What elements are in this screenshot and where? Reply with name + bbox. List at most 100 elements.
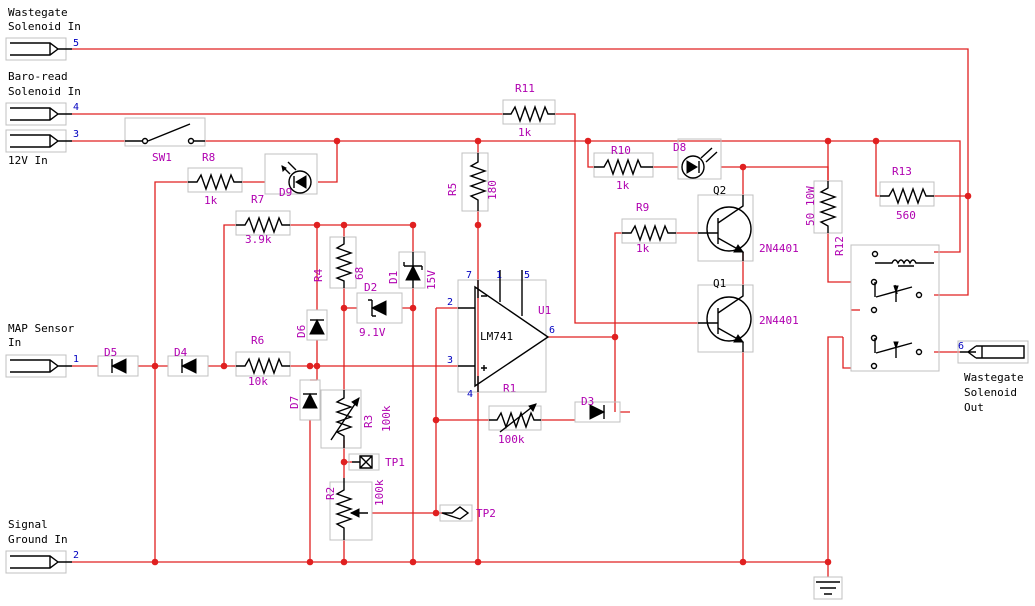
- diode-d5: D5: [97, 346, 139, 377]
- opamp-u1: LM741 U1 2 3 4 6 7 1 5: [447, 270, 555, 400]
- r7-ref: R7: [251, 193, 264, 206]
- r11-ref: R11: [515, 82, 535, 95]
- d6-ref: D6: [295, 325, 308, 338]
- u1-pin-3: 3: [447, 355, 453, 366]
- junctions: [151, 137, 972, 566]
- r12-value: 50 10W: [804, 186, 817, 226]
- r1-value: 100k: [498, 433, 525, 446]
- connector-gnd-in: Signal Ground In 2: [5, 518, 79, 574]
- r11-value: 1k: [518, 126, 532, 139]
- r9-ref: R9: [636, 201, 649, 214]
- transistor-q2: Q2 2N4401: [697, 184, 799, 262]
- r2-value: 100k: [373, 479, 386, 506]
- r6-ref: R6: [251, 334, 264, 347]
- resistor-r10: R10 1k: [593, 144, 654, 192]
- zener-d1: D1 15V: [387, 251, 438, 290]
- wastegate-in-pin: 5: [73, 38, 79, 49]
- baro-in-pin: 4: [73, 102, 79, 113]
- connector-wastegate-in: Wastegate Solenoid In 5: [5, 6, 81, 61]
- wastegate-out-pin: 6: [958, 341, 964, 352]
- gnd-in-pin: 2: [73, 550, 79, 561]
- r3-value: 100k: [380, 405, 393, 432]
- r8-value: 1k: [204, 194, 218, 207]
- q2-value: 2N4401: [759, 242, 799, 255]
- resistor-r13: R13 560: [879, 165, 935, 222]
- d3-ref: D3: [581, 395, 594, 408]
- tp1-ref: TP1: [385, 456, 405, 469]
- transistor-q1: Q1 2N4401: [697, 277, 799, 353]
- resistor-r12: 50 10W R12: [804, 180, 846, 256]
- r7-value: 3.9k: [245, 233, 272, 246]
- r6-value: 10k: [248, 375, 268, 388]
- r13-ref: R13: [892, 165, 912, 178]
- u1-pin-5: 5: [524, 270, 530, 281]
- r13-value: 560: [896, 209, 916, 222]
- u1-pin-4: 4: [467, 389, 473, 400]
- r12-ref: R12: [833, 236, 846, 256]
- resistor-r11: R11 1k: [502, 82, 556, 139]
- v12-in-label: 12V In: [8, 154, 48, 167]
- resistor-r5: R5 180: [446, 152, 499, 212]
- wastegate-out-label2: Solenoid: [964, 386, 1017, 399]
- wastegate-out-label3: Out: [964, 401, 984, 414]
- r5-value: 180: [486, 180, 499, 200]
- map-in-label2: In: [8, 336, 21, 349]
- d8-ref: D8: [673, 141, 686, 154]
- map-in-pin: 1: [73, 354, 79, 365]
- d9-ref: D9: [279, 186, 292, 199]
- tp2-ref: TP2: [476, 507, 496, 520]
- map-in-label1: MAP Sensor: [8, 322, 75, 335]
- r4-value: 68: [353, 267, 366, 280]
- baro-in-label1: Baro-read: [8, 70, 68, 83]
- d7-ref: D7: [288, 396, 301, 409]
- wastegate-out-label1: Wastegate: [964, 371, 1024, 384]
- sw1-ref: SW1: [152, 151, 172, 164]
- switch-sw1: SW1: [124, 117, 206, 164]
- wires: [72, 48, 969, 577]
- gnd-in-label2: Ground In: [8, 533, 68, 546]
- resistor-r2: R2 100k: [324, 478, 386, 541]
- resistor-r3: R3 100k: [320, 389, 393, 449]
- ground-symbol: [813, 576, 843, 600]
- r3-ref: R3: [362, 415, 375, 428]
- r2-ref: R2: [324, 487, 337, 500]
- r10-value: 1k: [616, 179, 630, 192]
- baro-in-label2: Solenoid In: [8, 85, 81, 98]
- led-d8: D8: [673, 138, 722, 180]
- q1-ref: Q1: [713, 277, 726, 290]
- u1-value: LM741: [480, 330, 513, 343]
- diode-d6: D6: [295, 309, 328, 341]
- wastegate-in-label1: Wastegate: [8, 6, 68, 19]
- resistor-r4: R4 68: [312, 236, 366, 289]
- u1-pin-7: 7: [466, 270, 472, 281]
- resistor-r6: R6 10k: [235, 334, 291, 388]
- d1-value: 15V: [425, 270, 438, 290]
- wastegate-in-label2: Solenoid In: [8, 20, 81, 33]
- d5-ref: D5: [104, 346, 117, 359]
- u1-ref: U1: [538, 304, 551, 317]
- connector-baro-in: Baro-read Solenoid In 4: [5, 70, 81, 126]
- u1-pin-1: 1: [496, 270, 502, 281]
- resistor-r7: R7 3.9k: [235, 193, 291, 246]
- v12-in-pin: 3: [73, 129, 79, 140]
- diode-d4: D4: [167, 346, 209, 377]
- connector-wastegate-out: 6 Wastegate Solenoid Out: [957, 340, 1029, 414]
- diode-d3: D3: [574, 395, 621, 423]
- u1-pin-2: 2: [447, 297, 453, 308]
- d2-ref: D2: [364, 281, 377, 294]
- testpoint-tp1: TP1: [348, 453, 405, 471]
- q2-ref: Q2: [713, 184, 726, 197]
- zener-d2: D2 9.1V: [356, 281, 403, 339]
- r9-value: 1k: [636, 242, 650, 255]
- d1-ref: D1: [387, 271, 400, 284]
- relay: [850, 244, 940, 372]
- r1-ref: R1: [503, 382, 516, 395]
- r4-ref: R4: [312, 268, 325, 282]
- r8-ref: R8: [202, 151, 215, 164]
- testpoint-tp2: TP2: [439, 504, 496, 522]
- diode-d7: D7: [288, 379, 321, 421]
- r5-ref: R5: [446, 183, 459, 196]
- led-d9: D9: [264, 153, 318, 199]
- q1-value: 2N4401: [759, 314, 799, 327]
